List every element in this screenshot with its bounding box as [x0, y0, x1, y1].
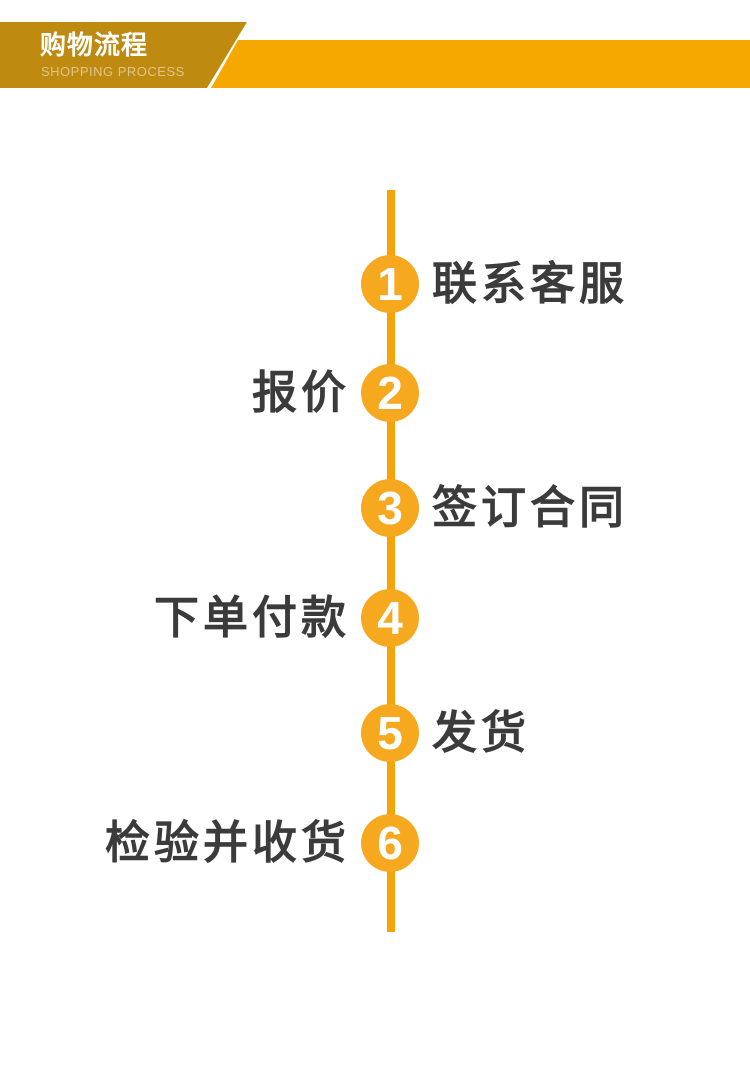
step-number: 4 [377, 592, 403, 644]
step-number-badge: 6 [361, 814, 419, 872]
timeline-step-6: 6 检验并收货 [0, 814, 750, 872]
step-number: 1 [377, 258, 403, 310]
step-number: 3 [377, 482, 403, 534]
step-label: 签订合同 [432, 482, 629, 533]
timeline-step-4: 4 下单付款 [0, 589, 750, 647]
step-number: 6 [377, 817, 403, 869]
timeline-vertical-line [387, 190, 395, 932]
step-number-badge: 2 [361, 364, 419, 422]
step-number: 2 [377, 367, 403, 419]
page-subtitle: SHOPPING PROCESS [41, 64, 185, 79]
step-number-badge: 1 [361, 255, 419, 313]
timeline-step-3: 3 签订合同 [0, 479, 750, 537]
step-number-badge: 3 [361, 479, 419, 537]
step-label: 发货 [432, 707, 531, 758]
step-label: 报价 [251, 367, 350, 418]
step-number-badge: 4 [361, 589, 419, 647]
step-label: 下单付款 [153, 592, 350, 643]
step-number-badge: 5 [361, 704, 419, 762]
header-banner-dark-shape [0, 22, 247, 88]
timeline-step-1: 1 联系客服 [0, 255, 750, 313]
page-title: 购物流程 [40, 30, 149, 60]
header-banner-orange-stripe [211, 40, 750, 88]
step-label: 检验并收货 [104, 817, 350, 868]
step-label: 联系客服 [432, 258, 629, 309]
step-number: 5 [377, 707, 403, 759]
timeline-step-5: 5 发货 [0, 704, 750, 762]
timeline-step-2: 2 报价 [0, 364, 750, 422]
header-banner: 购物流程 SHOPPING PROCESS [0, 0, 750, 110]
